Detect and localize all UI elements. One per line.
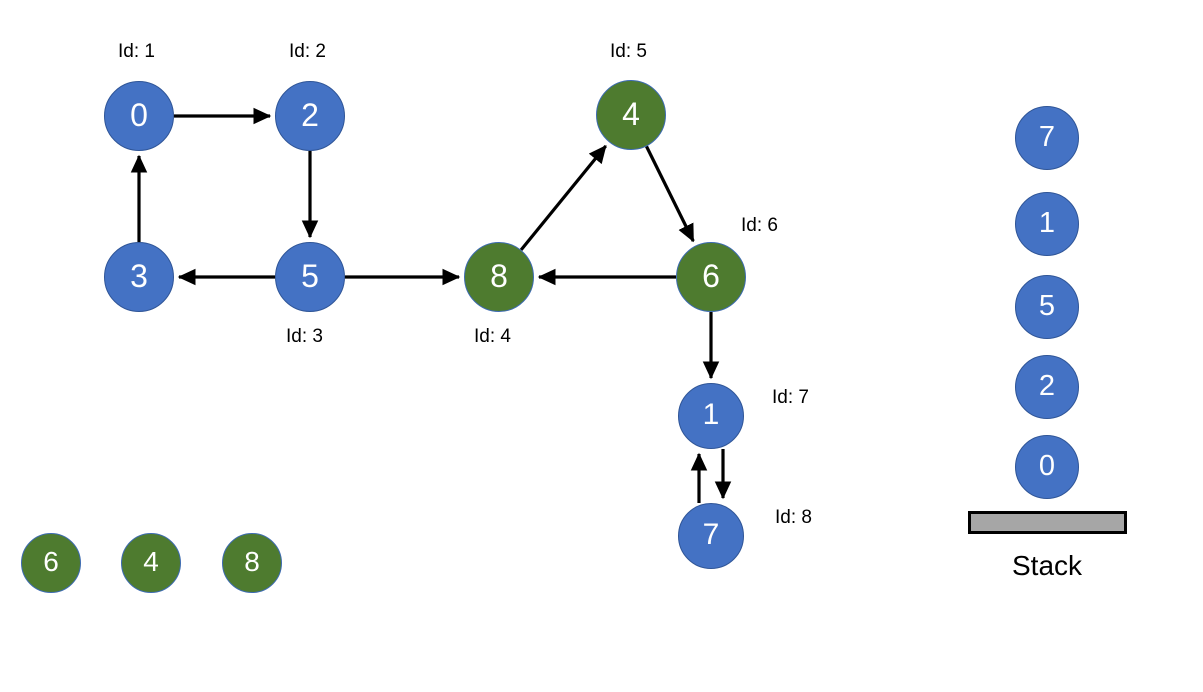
edge-id-label: Id: 4 [474,326,511,347]
node-label: 7 [702,518,720,551]
graph-edge-8-to-4 [519,144,607,251]
node-label: 5 [301,258,319,294]
stack-base-bar [968,511,1127,534]
stack-caption: Stack [1011,550,1083,581]
node-label: 6 [702,258,720,294]
node-label: 4 [143,546,159,577]
edge-id-label: Id: 1 [118,41,155,62]
graph-node-3[interactable]: 3 [104,242,174,312]
graph-edges [130,107,732,503]
edge-id-label: Id: 8 [775,507,812,528]
visited-node-4[interactable]: 4 [121,533,181,593]
edge-id-label: Id: 7 [772,387,809,408]
graph-node-6[interactable]: 6 [676,242,746,312]
edge-id-label: Id: 6 [741,215,778,236]
edge-id-label: Id: 3 [286,326,323,347]
graph-node-4[interactable]: 4 [596,80,666,150]
graph-edge-4-to-6 [645,145,695,243]
node-label: 6 [43,546,59,577]
node-label: 0 [1038,449,1056,482]
graph-node-0[interactable]: 0 [104,81,174,151]
graph-node-1[interactable]: 1 [678,383,744,449]
stack-node-5[interactable]: 5 [1015,275,1079,339]
node-label: 2 [301,97,319,133]
edge-id-label: Id: 2 [289,41,326,62]
visited-node-8[interactable]: 8 [222,533,282,593]
node-label: 3 [130,258,148,294]
node-label: 2 [1038,369,1056,402]
graph-node-8[interactable]: 8 [464,242,534,312]
node-label: 4 [622,96,640,132]
stack-node-0[interactable]: 0 [1015,435,1079,499]
node-label: 8 [244,546,260,577]
graph-node-2[interactable]: 2 [275,81,345,151]
node-label: 7 [1038,120,1056,153]
visited-node-6[interactable]: 6 [21,533,81,593]
graph-node-5[interactable]: 5 [275,242,345,312]
node-label: 1 [1038,206,1056,239]
node-label: 8 [490,258,508,294]
graph-node-7[interactable]: 7 [678,503,744,569]
stack-node-7[interactable]: 7 [1015,106,1079,170]
node-label: 1 [702,398,720,431]
edge-id-label: Id: 5 [610,41,647,62]
node-label: 0 [130,97,148,133]
node-label: 5 [1038,289,1056,322]
stack-node-1[interactable]: 1 [1015,192,1079,256]
stack-node-2[interactable]: 2 [1015,355,1079,419]
